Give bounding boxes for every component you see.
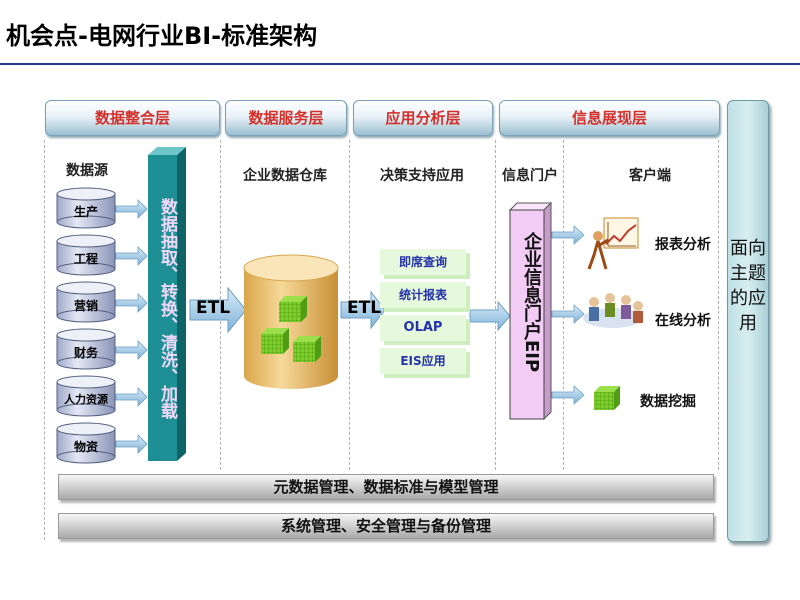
cylinder-shape [56, 328, 116, 370]
client-label: 客户端 [629, 168, 671, 184]
data-cube-icon [261, 328, 289, 354]
apps-to-portal-arrow [469, 300, 511, 332]
system-management-bar: 系统管理、安全管理与备份管理 [58, 513, 714, 539]
cylinder-shape [56, 375, 116, 417]
source-arrows [115, 199, 148, 454]
layer-header-service: 数据服务层 [225, 100, 347, 136]
page-title: 机会点-电网行业BI-标准架构 [6, 22, 318, 50]
data-warehouse-cylinder [243, 254, 339, 389]
side-panel-text: 面向主题的应用 [730, 238, 766, 334]
column-divider [718, 140, 719, 470]
app-eis: EIS应用 [380, 348, 466, 374]
app-statistical-report: 统计报表 [380, 282, 466, 308]
portal-box [508, 201, 553, 421]
data-cube-icon [279, 296, 307, 322]
data-source-label: 数据源 [66, 163, 108, 179]
source-item-engineering: 工程 [57, 235, 115, 275]
etl-arrow-1 [189, 286, 247, 334]
source-item-label: 生产 [73, 205, 98, 219]
decision-support-label: 决策支持应用 [380, 168, 464, 184]
title-divider [0, 63, 800, 65]
app-olap: OLAP [380, 315, 466, 341]
source-item-production: 生产 [57, 188, 115, 228]
column-divider [563, 140, 564, 470]
layer-header-presentation: 信息展现层 [499, 100, 720, 136]
source-item-materials: 物资 [57, 423, 115, 463]
cylinder-shape [56, 281, 116, 323]
etl-arrow-2 [340, 290, 386, 330]
data-cube-icon [293, 336, 321, 362]
client-online-analysis: 在线分析 [655, 313, 711, 329]
column-divider [495, 140, 496, 470]
source-item-label: 营销 [73, 299, 98, 313]
metadata-management-bar: 元数据管理、数据标准与模型管理 [58, 474, 714, 500]
etl-process-bar [148, 147, 186, 461]
column-divider [44, 140, 45, 540]
source-item-finance: 财务 [57, 329, 115, 369]
source-item-label: 物资 [73, 440, 98, 454]
client-report-analysis: 报表分析 [655, 237, 711, 253]
report-chart-icon [587, 217, 639, 270]
source-item-label: 人力资源 [64, 393, 108, 406]
portal-box-text: 企业信息门户EIP [521, 232, 542, 373]
layer-header-analysis: 应用分析层 [353, 100, 493, 136]
portal-label: 信息门户 [502, 168, 558, 184]
client-data-mining: 数据挖掘 [640, 394, 696, 410]
app-adhoc-query: 即席查询 [380, 249, 466, 275]
source-item-label: 工程 [73, 252, 98, 266]
subject-oriented-app-panel: 面向主题的应用 [727, 100, 769, 542]
cylinder-shape [56, 187, 116, 229]
portal-to-client-arrows [551, 225, 585, 405]
warehouse-label: 企业数据仓库 [243, 168, 327, 184]
etl-process-text: 数据抽取、转换、清洗、加载 [157, 198, 177, 419]
cylinder-shape [56, 234, 116, 276]
etl-label: ETL [347, 298, 382, 318]
cylinder-shape [56, 422, 116, 464]
data-mining-cube-icon [594, 386, 620, 410]
source-item-hr: 人力资源 [57, 376, 115, 416]
layer-header-integration: 数据整合层 [45, 100, 220, 136]
source-item-label: 财务 [73, 346, 98, 360]
source-item-marketing: 营销 [57, 282, 115, 322]
etl-label: ETL [196, 298, 231, 318]
data-source-cylinders [56, 187, 116, 464]
online-analysis-people-icon [583, 293, 643, 328]
